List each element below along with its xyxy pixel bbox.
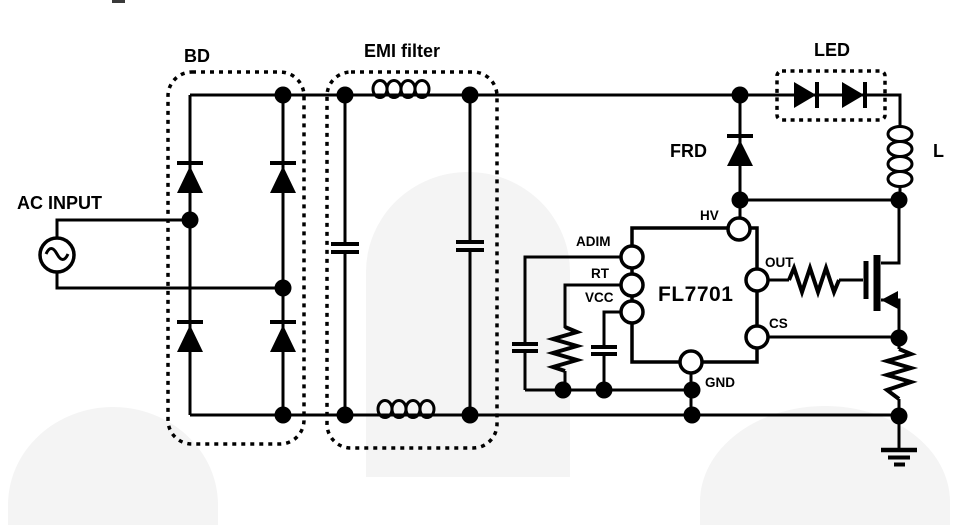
watermark-dome-left xyxy=(8,407,218,525)
mosfet xyxy=(863,255,898,311)
wire-cs xyxy=(768,335,901,416)
out-gate-resistor xyxy=(787,261,841,299)
emi-capacitor-left xyxy=(331,242,359,254)
ic-fl7701-body xyxy=(630,226,759,364)
ac-source-symbol xyxy=(38,236,76,274)
emi-filter-box xyxy=(325,70,499,450)
bridge-diode-upper-right xyxy=(270,161,296,193)
pin-circle-gnd xyxy=(678,349,704,375)
bridge-rectifier-box xyxy=(166,70,306,446)
label-ac-input: AC INPUT xyxy=(17,193,102,213)
label-pin-vcc: VCC xyxy=(585,290,614,305)
bridge-diode-upper-left xyxy=(177,161,203,193)
output-inductor xyxy=(886,125,914,188)
bridge-diode-lower-right xyxy=(270,320,296,352)
pin-circle-adim xyxy=(619,244,645,270)
cs-sense-resistor xyxy=(879,347,919,401)
ground-symbol xyxy=(881,447,917,467)
label-pin-hv: HV xyxy=(700,208,719,223)
label-led: LED xyxy=(814,40,850,60)
pin-circle-vcc xyxy=(619,299,645,325)
label-frd: FRD xyxy=(670,141,707,161)
rt-resistor xyxy=(545,325,585,373)
pin-circle-hv xyxy=(726,216,752,242)
led-diode-1 xyxy=(794,82,819,108)
wire-mosfet-drain xyxy=(881,200,901,265)
vcc-capacitor xyxy=(591,345,617,356)
label-inductor: L xyxy=(933,141,944,161)
label-ic-name: FL7701 xyxy=(658,283,733,306)
label-emi-filter: EMI filter xyxy=(364,41,440,61)
wire-ac-bottom xyxy=(55,272,283,290)
watermark-arch-center xyxy=(366,172,570,477)
emi-inductor-bottom xyxy=(376,399,436,419)
adim-capacitor xyxy=(512,342,538,353)
wire-vcc-branch xyxy=(602,310,621,390)
emi-capacitor-right xyxy=(456,240,484,252)
led-diode-2 xyxy=(842,82,867,108)
pin-circle-cs xyxy=(744,324,770,350)
junction-dots xyxy=(181,86,908,425)
pin-circle-out xyxy=(744,267,770,293)
wire-top-rail xyxy=(190,93,902,128)
label-pin-out: OUT xyxy=(765,255,794,270)
label-pin-gnd: GND xyxy=(705,375,735,390)
label-pin-cs: CS xyxy=(769,316,788,331)
wire-ac-top xyxy=(55,218,190,238)
wire-hv-node xyxy=(738,198,899,218)
emi-inductor-top xyxy=(371,79,431,99)
frd-diode xyxy=(727,134,753,166)
label-bd: BD xyxy=(184,46,210,66)
bridge-diode-lower-left xyxy=(177,320,203,352)
label-pin-adim: ADIM xyxy=(576,234,611,249)
label-pin-rt: RT xyxy=(591,266,610,281)
watermark-dome-right xyxy=(700,406,950,525)
cropped-text-artifact xyxy=(112,0,125,3)
pin-circle-rt xyxy=(619,272,645,298)
